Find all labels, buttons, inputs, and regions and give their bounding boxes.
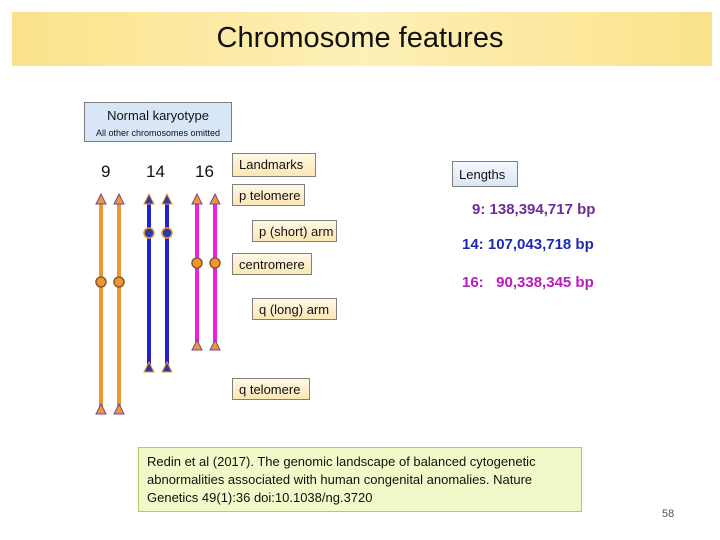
- chr9-centromere-right: [113, 276, 125, 288]
- chr9-p-telomere-left: [95, 192, 107, 205]
- length-chr14: 14: 107,043,718 bp: [462, 236, 594, 253]
- chr14-q-telomere-left: [143, 360, 155, 373]
- karyotype-title: Normal karyotype: [107, 108, 209, 123]
- chr16-p-telomere-left: [191, 192, 203, 205]
- label-p-arm: p (short) arm: [252, 220, 337, 242]
- chr9-q-telomere-right: [113, 402, 125, 415]
- label-q-telomere: q telomere: [232, 378, 310, 400]
- chr14-q-telomere-right: [161, 360, 173, 373]
- chr9-centromere-left: [95, 276, 107, 288]
- label-p-telomere: p telomere: [232, 184, 305, 206]
- karyotype-box: Normal karyotype All other chromosomes o…: [84, 102, 232, 142]
- length-chr9: 9: 138,394,717 bp: [472, 201, 596, 218]
- chr14-centromere-left: [143, 227, 155, 239]
- chr9-p-telomere-right: [113, 192, 125, 205]
- chr9-q-telomere-left: [95, 402, 107, 415]
- chr16-centromere-left: [191, 257, 203, 269]
- chr16-centromere-right: [209, 257, 221, 269]
- chr14-centromere-right: [161, 227, 173, 239]
- lengths-header: Lengths: [452, 161, 518, 187]
- page-number: 58: [662, 508, 675, 520]
- chromosome-label-9: 9: [101, 162, 111, 181]
- title-bar: [12, 12, 712, 66]
- length-chr16: 16: 90,338,345 bp: [462, 274, 594, 291]
- chr14-p-telomere-left: [143, 192, 155, 205]
- reference-citation: Redin et al (2017). The genomic landscap…: [138, 447, 582, 512]
- chr16-q-telomere-left: [191, 338, 203, 351]
- karyotype-subtitle: All other chromosomes omitted: [95, 128, 221, 138]
- label-q-arm: q (long) arm: [252, 298, 337, 320]
- chr16-p-telomere-right: [209, 192, 221, 205]
- chr14-p-telomere-right: [161, 192, 173, 205]
- chr16-q-telomere-right: [209, 338, 221, 351]
- slide-title: Chromosome features: [216, 22, 504, 54]
- chromosome-label-14: 14: [146, 162, 165, 181]
- landmarks-header: Landmarks: [232, 153, 316, 177]
- chromosome-label-16: 16: [195, 162, 214, 181]
- label-centromere: centromere: [232, 253, 312, 275]
